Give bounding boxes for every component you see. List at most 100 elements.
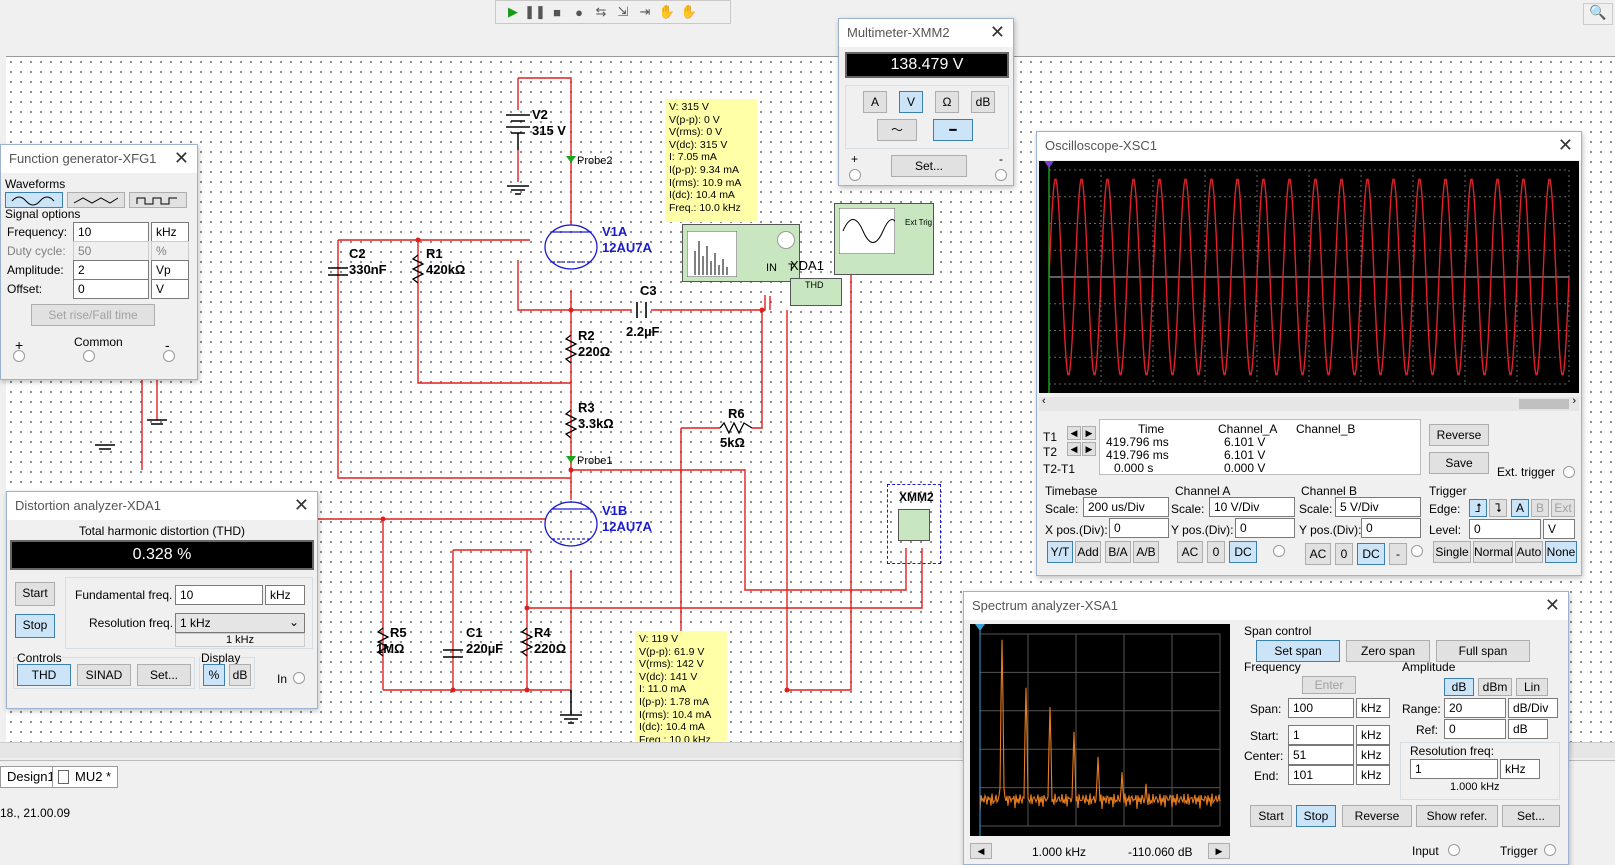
trigger-single-button[interactable]: Single [1433, 541, 1471, 563]
da-res-select[interactable]: 1 kHz ⌄ [175, 613, 305, 633]
add-button[interactable]: Add [1075, 541, 1101, 563]
sa-end-unit[interactable]: kHz [1356, 765, 1390, 785]
sa-span-input[interactable]: 100 [1288, 698, 1354, 718]
chan-b-terminal[interactable] [1411, 545, 1423, 557]
sa-trigger-terminal[interactable] [1544, 844, 1556, 856]
sa-center-input[interactable]: 51 [1288, 745, 1354, 765]
t1-right-button[interactable]: ▶ [1082, 426, 1096, 440]
t2-right-button[interactable]: ▶ [1082, 442, 1096, 456]
chan-b-ypos-input[interactable]: 0 [1361, 518, 1421, 538]
mm-mode-a[interactable]: A [863, 91, 887, 113]
sa-ref-unit[interactable]: dB [1508, 719, 1548, 739]
chan-b-scale-input[interactable]: 5 V/Div [1335, 497, 1421, 517]
stop-icon[interactable]: ■ [553, 4, 561, 20]
oscilloscope-screen[interactable] [1039, 161, 1579, 393]
da-fund-input[interactable]: 10 [175, 585, 263, 605]
fg-frequency-input[interactable]: 10 [73, 222, 149, 242]
ab-button[interactable]: A/B [1133, 541, 1159, 563]
hand-icon[interactable]: ✋ [658, 4, 676, 19]
da-fund-unit[interactable]: kHz [265, 585, 305, 605]
t2-left-button[interactable]: ◀ [1067, 442, 1081, 456]
sa-ref-input[interactable]: 0 [1444, 719, 1506, 739]
t1-left-button[interactable]: ◀ [1067, 426, 1081, 440]
sa-enter-button[interactable]: Enter [1302, 676, 1356, 694]
da-start-button[interactable]: Start [15, 582, 55, 606]
trigger-a-button[interactable]: A [1511, 499, 1529, 517]
oscilloscope-icon[interactable]: Ext Trig [834, 203, 934, 275]
sa-center-unit[interactable]: kHz [1356, 745, 1390, 765]
sa-dbm-button[interactable]: dBm [1478, 678, 1512, 696]
sine-wave-button[interactable] [5, 192, 63, 208]
sa-db-button[interactable]: dB [1444, 678, 1474, 696]
mm-mode-db[interactable]: dB [971, 91, 995, 113]
trigger-auto-button[interactable]: Auto [1515, 541, 1543, 563]
sa-cursor-right-button[interactable]: ▶ [1208, 843, 1230, 859]
sa-set-span-button[interactable]: Set span [1256, 640, 1340, 662]
trigger-b-button[interactable]: B [1531, 499, 1549, 517]
set-rise-fall-button[interactable]: Set rise/Fall time [31, 304, 155, 326]
timebase-xpos-input[interactable]: 0 [1109, 518, 1169, 538]
sa-zero-span-button[interactable]: Zero span [1346, 640, 1430, 662]
spectrum-cursor-handle[interactable] [975, 624, 985, 631]
chan-a-scale-input[interactable]: 10 V/Div [1209, 497, 1295, 517]
fg-common-terminal[interactable] [83, 350, 95, 362]
fg-amplitude-input[interactable]: 2 [73, 260, 149, 280]
sa-end-input[interactable]: 101 [1288, 765, 1354, 785]
trigger-level-input[interactable]: 0 [1469, 519, 1541, 539]
mm-plus-terminal[interactable] [849, 169, 861, 181]
fg-amplitude-unit[interactable]: Vp [151, 260, 189, 280]
scroll-right-icon[interactable]: › [1572, 395, 1576, 407]
fg-offset-unit[interactable]: V [151, 279, 189, 299]
trigger-none-button[interactable]: None [1545, 541, 1577, 563]
sa-cursor-left-button[interactable]: ◀ [970, 843, 992, 859]
probe1-label[interactable]: Probe1 [577, 455, 613, 467]
chan-a-ac-button[interactable]: AC [1177, 541, 1203, 563]
da-in-terminal[interactable] [293, 672, 305, 684]
rising-edge-button[interactable]: ⮥ [1469, 499, 1487, 517]
close-icon[interactable]: ✕ [1557, 135, 1573, 155]
probe2-label[interactable]: Probe2 [577, 155, 613, 167]
osc-save-button[interactable]: Save [1429, 452, 1489, 474]
sa-range-input[interactable]: 20 [1444, 698, 1506, 718]
chan-b-ac-button[interactable]: AC [1305, 543, 1331, 565]
mm-dc-button[interactable]: ━ [933, 119, 973, 141]
chan-b-minus-button[interactable]: - [1389, 543, 1407, 565]
record-icon[interactable]: ● [575, 4, 583, 20]
fg-offset-input[interactable]: 0 [73, 279, 149, 299]
ba-button[interactable]: B/A [1105, 541, 1131, 563]
close-icon[interactable]: ✕ [1544, 595, 1560, 615]
chan-a-dc-button[interactable]: DC [1229, 541, 1257, 563]
fg-duty-input[interactable]: 50 [73, 241, 149, 261]
timebase-scale-input[interactable]: 200 us/Div [1083, 497, 1169, 517]
chan-b-dc-button[interactable]: DC [1357, 543, 1385, 565]
sa-input-terminal[interactable] [1448, 844, 1460, 856]
da-sinad-button[interactable]: SINAD [77, 664, 131, 686]
tab-mu2[interactable]: MU2 * [52, 766, 119, 788]
trigger-level-unit[interactable]: V [1543, 519, 1575, 539]
square-wave-button[interactable] [129, 192, 187, 208]
da-db-button[interactable]: dB [229, 664, 251, 686]
sa-set-button[interactable]: Set... [1502, 805, 1560, 827]
close-icon[interactable]: ✕ [989, 22, 1005, 42]
chan-a-terminal[interactable] [1273, 545, 1285, 557]
sa-res-unit[interactable]: kHz [1500, 759, 1540, 779]
chan-b-zero-button[interactable]: 0 [1335, 543, 1353, 565]
chan-a-zero-button[interactable]: 0 [1207, 541, 1225, 563]
chan-a-ypos-input[interactable]: 0 [1235, 518, 1295, 538]
sa-start-button[interactable]: Start [1250, 805, 1292, 827]
step-into-icon[interactable]: ⇲ [617, 4, 629, 19]
sa-reverse-button[interactable]: Reverse [1342, 805, 1412, 827]
osc-scrollbar[interactable]: ‹ › [1039, 395, 1579, 411]
sa-stop-button[interactable]: Stop [1296, 805, 1336, 827]
fg-plus-terminal[interactable] [13, 350, 25, 362]
distortion-analyzer-icon[interactable] [682, 224, 800, 282]
hand-pause-icon[interactable]: ✋ [680, 4, 698, 19]
sa-span-unit[interactable]: kHz [1356, 698, 1390, 718]
pause-icon[interactable]: ❚❚ [524, 4, 546, 19]
falling-edge-button[interactable]: ⮧ [1489, 499, 1507, 517]
mm-minus-terminal[interactable] [995, 169, 1007, 181]
sa-range-unit[interactable]: dB/Div [1508, 698, 1558, 718]
mm-ac-button[interactable]: 〜 [877, 119, 917, 141]
da-stop-button[interactable]: Stop [15, 614, 55, 638]
sa-full-span-button[interactable]: Full span [1436, 640, 1530, 662]
